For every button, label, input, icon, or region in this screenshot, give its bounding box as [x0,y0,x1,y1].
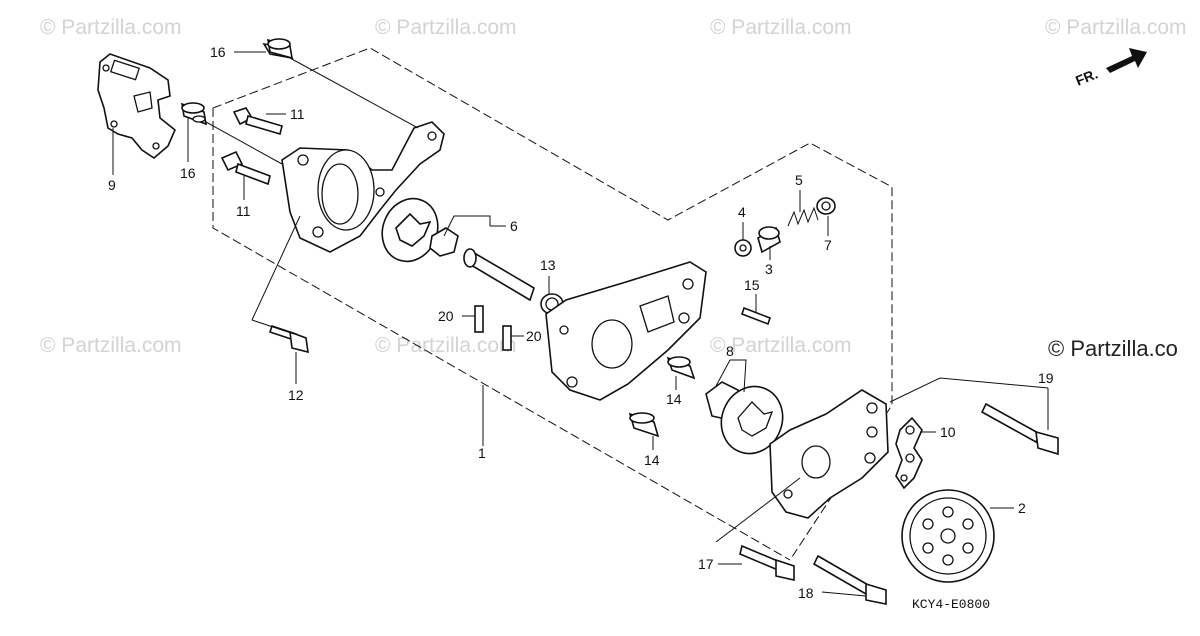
callout-18: 18 [798,585,814,601]
spring-part-5 [787,206,819,227]
front-arrow-icon [1106,48,1147,73]
pin-part-20 [474,305,484,333]
dowel-part-16 [180,102,208,126]
callout-13: 13 [540,257,556,273]
piston-part-3 [757,226,781,254]
callout-3: 3 [765,261,773,277]
callout-19: 19 [1038,370,1054,386]
callout-5: 5 [795,172,803,188]
callout-16: 16 [180,165,196,181]
bolt-part-11 [232,107,283,136]
callout-2: 2 [1018,500,1026,516]
bolt-part-11 [220,150,271,186]
callout-12: 12 [288,387,304,403]
assembly-outline [212,47,893,561]
callout-11: 11 [236,203,251,219]
watermarks: © Partzilla.com © Partzilla.com © Partzi… [40,16,1187,361]
callout-20: 20 [438,308,454,324]
watermark-prominent: © Partzilla.co [1048,336,1178,361]
bolt-part-19 [980,402,1059,456]
dowel-part-16 [262,38,294,60]
callout-15: 15 [744,277,760,293]
pump-body-middle [545,261,707,401]
dowel-part-14 [666,356,696,380]
watermark: © Partzilla.com [1045,16,1187,39]
callout-8: 8 [726,343,734,359]
watermark: © Partzilla.com [710,334,852,357]
rotor-set-part-6 [381,197,459,263]
pump-shaft [463,248,535,302]
watermark: © Partzilla.com [375,16,517,39]
cap-part-7 [816,197,836,215]
pin-part-15 [740,306,772,326]
watermark: © Partzilla.com [40,334,182,357]
callout-14: 14 [644,452,660,468]
watermark: © Partzilla.com [375,334,517,357]
pump-cover-upper [281,121,445,253]
front-direction-indicator: FR. [1073,48,1147,89]
callout-6: 6 [510,218,518,234]
watermark: © Partzilla.com [40,16,182,39]
callout-11: 11 [290,106,305,122]
drive-gear-part-2 [901,489,995,583]
diagram-code: KCY4-E0800 [912,597,990,612]
callout-labels: 16 9 16 11 11 12 6 13 20 20 1 4 3 5 7 15… [108,44,1054,601]
cap-part-4 [734,239,752,257]
callout-7: 7 [824,237,832,253]
gasket-part-10 [895,416,923,490]
dowel-part-14 [628,412,660,438]
callout-20: 20 [526,328,542,344]
leader-lines [112,51,1049,597]
watermark: © Partzilla.com [710,16,852,39]
callout-4: 4 [738,204,746,220]
front-label: FR. [1073,65,1100,88]
bolt-part-18 [812,554,887,605]
callout-1: 1 [478,445,486,461]
rotor-set-part-8 [705,381,784,455]
bracket-part-9 [97,53,176,160]
callout-10: 10 [940,424,956,440]
callout-16: 16 [210,44,226,60]
callout-9: 9 [108,177,116,193]
callout-14: 14 [666,391,682,407]
bolt-part-12 [268,324,309,354]
bolt-part-17 [739,544,795,581]
pump-cover-lower [769,389,889,519]
pin-part-20 [502,325,512,351]
callout-17: 17 [698,556,714,572]
